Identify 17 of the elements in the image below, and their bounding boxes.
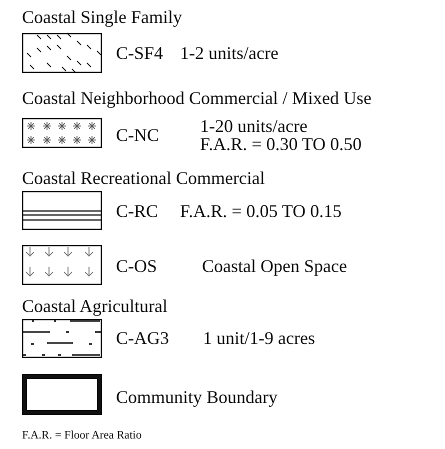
zoning-description: F.A.R. = 0.30 TO 0.50 — [200, 135, 362, 153]
zoning-description: Coastal Open Space — [202, 257, 347, 275]
category-heading: Coastal Single Family — [22, 8, 182, 26]
legend-label: C-RC — [116, 202, 158, 220]
legend-label: C-OS — [116, 257, 158, 275]
legend-label: C-NC — [116, 126, 160, 144]
zoning-description: 1 unit/1-9 acres — [203, 329, 315, 347]
legend-label: C-SF4 — [116, 44, 164, 62]
zoning-description: F.A.R. = 0.05 TO 0.15 — [180, 202, 342, 220]
category-heading: Coastal Agricultural — [22, 297, 168, 315]
category-heading: Coastal Neighborhood Commercial / Mixed Use — [22, 89, 372, 107]
legend-label: C-AG3 — [116, 329, 169, 347]
legend-label: Community Boundary — [116, 388, 278, 406]
zoning-description: 1-2 units/acre — [180, 44, 278, 62]
zoning-description: 1-20 units/acre — [200, 117, 308, 135]
footnote: F.A.R. = Floor Area Ratio — [22, 430, 142, 442]
category-heading: Coastal Recreational Commercial — [22, 169, 265, 187]
